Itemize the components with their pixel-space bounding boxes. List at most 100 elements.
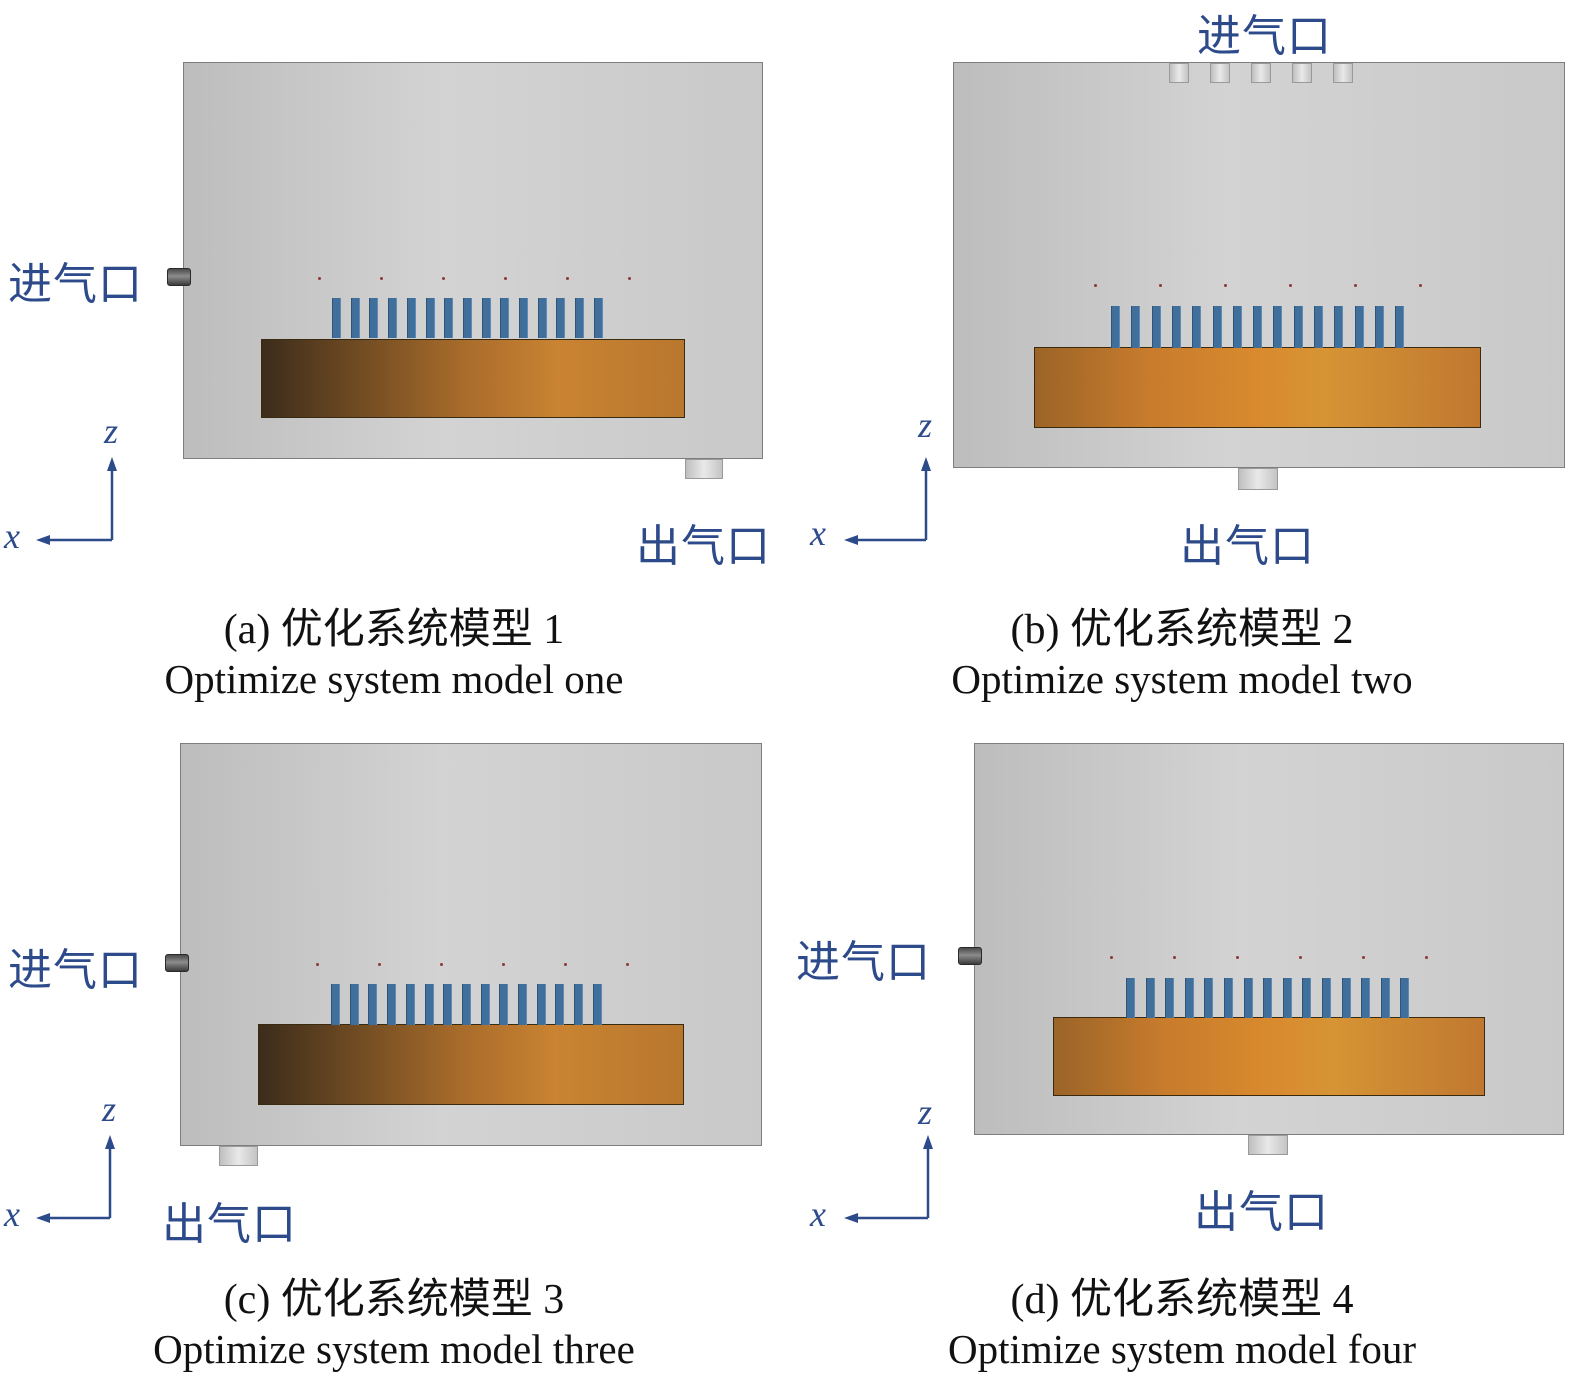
probe-point — [318, 277, 321, 280]
probe-point — [564, 963, 567, 966]
probe-point — [1362, 956, 1365, 959]
axis-indicator — [844, 457, 931, 545]
fin — [1354, 306, 1364, 348]
top-inlet-port — [1292, 63, 1312, 83]
caption-en: Optimize system model four — [948, 1326, 1416, 1372]
outlet-label: 出气口 — [1194, 1188, 1329, 1237]
fin — [1111, 306, 1120, 348]
fin — [1171, 306, 1181, 348]
fin — [1212, 306, 1222, 348]
fin — [1131, 306, 1141, 348]
x-axis-label: x — [4, 1194, 20, 1234]
probe-point — [1110, 956, 1113, 959]
probe-point — [1224, 284, 1227, 287]
heat-plate — [258, 1024, 684, 1105]
fin — [1395, 306, 1405, 348]
probe-point — [1236, 956, 1239, 959]
inlet-label: 进气口 — [8, 946, 143, 995]
fin — [480, 984, 490, 1025]
panel-model-three: 进气口 出气口 z x (c) 优化系统模型 3 Optimize system… — [0, 693, 788, 1386]
probe-point — [566, 277, 569, 280]
x-axis-label: x — [4, 516, 20, 556]
z-axis-label: z — [102, 1089, 117, 1129]
top-inlet-port — [1210, 63, 1230, 83]
probe-point — [1425, 956, 1428, 959]
probe-point — [1159, 284, 1162, 287]
heat-plate — [1034, 347, 1481, 428]
fin — [444, 298, 454, 338]
axis-indicator — [36, 457, 117, 545]
fin — [499, 984, 509, 1025]
fin — [349, 984, 359, 1025]
fin — [443, 984, 453, 1025]
outlet-label: 出气口 — [162, 1200, 297, 1249]
fin — [1224, 978, 1233, 1018]
panel-model-four: 进气口 出气口 z x (d) 优化系统模型 4 Optimize system… — [788, 693, 1575, 1386]
caption-cn: (c) 优化系统模型 3 — [223, 1277, 565, 1323]
outlet-port — [685, 459, 723, 479]
probe-point — [1299, 956, 1302, 959]
fin — [1273, 306, 1283, 348]
probe-point — [1094, 284, 1097, 287]
fin — [1165, 978, 1175, 1018]
fin — [556, 298, 566, 338]
probe-point — [442, 277, 445, 280]
top-inlet-port — [1251, 63, 1271, 83]
z-axis-label: z — [918, 405, 933, 445]
fin — [1302, 978, 1312, 1018]
fin — [1243, 978, 1253, 1018]
fin — [331, 984, 340, 1025]
fin — [1334, 306, 1344, 348]
z-axis-label: z — [104, 411, 119, 451]
fin — [1374, 306, 1384, 348]
fin — [332, 298, 341, 338]
fin — [575, 298, 585, 338]
caption-cn: (b) 优化系统模型 2 — [1010, 607, 1354, 653]
probe-point — [1289, 284, 1292, 287]
heat-plate — [261, 339, 685, 418]
fin — [1314, 306, 1323, 348]
outlet-port — [219, 1146, 258, 1166]
fin — [369, 298, 379, 338]
outlet-label: 出气口 — [1180, 522, 1315, 571]
fin — [368, 984, 378, 1025]
side-inlet-port — [167, 268, 191, 286]
caption-cn: (d) 优化系统模型 4 — [1010, 1277, 1354, 1323]
fin — [1151, 306, 1161, 348]
caption-en: Optimize system model two — [951, 656, 1413, 702]
x-axis-label: x — [810, 1194, 826, 1234]
z-axis-label: z — [918, 1092, 933, 1132]
top-inlet-port — [1169, 63, 1189, 83]
probe-point — [1173, 956, 1176, 959]
heat-plate — [1053, 1017, 1485, 1096]
fin — [425, 298, 435, 338]
probe-point — [440, 963, 443, 966]
fin — [518, 984, 527, 1025]
fin — [592, 984, 602, 1025]
caption-cn: (a) 优化系统模型 1 — [223, 607, 565, 653]
side-inlet-port — [165, 954, 189, 972]
caption-en: Optimize system model one — [164, 656, 624, 702]
fin — [593, 298, 603, 338]
fin — [574, 984, 584, 1025]
fin — [1253, 306, 1263, 348]
fin — [1322, 978, 1331, 1018]
probe-point — [1354, 284, 1357, 287]
fin — [388, 298, 398, 338]
probe-point — [502, 963, 505, 966]
fin — [1380, 978, 1390, 1018]
fin — [519, 298, 528, 338]
axis-indicator — [844, 1135, 933, 1223]
outlet-port — [1238, 468, 1278, 490]
fin — [500, 298, 510, 338]
fin — [1361, 978, 1371, 1018]
axis-indicator — [36, 1135, 115, 1223]
probe-point — [1419, 284, 1422, 287]
probe-point — [504, 277, 507, 280]
panel-model-one: 进气口 出气口 z x (a) 优化系统模型 1 Optimize system… — [0, 0, 788, 702]
fin — [1232, 306, 1242, 348]
fin — [461, 984, 471, 1025]
probe-point — [378, 963, 381, 966]
fin — [555, 984, 565, 1025]
probe-point — [626, 963, 629, 966]
